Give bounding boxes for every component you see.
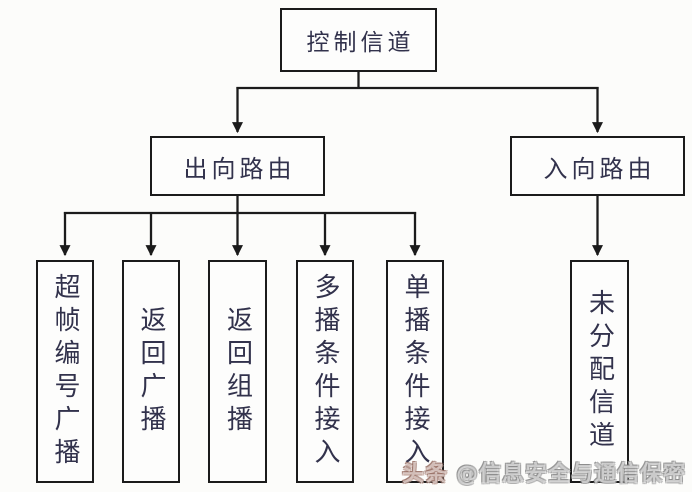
node-label: 控制信道 (306, 30, 415, 56)
node-label: 返回组播 (222, 305, 253, 438)
node-label: 多播条件接入 (310, 272, 340, 471)
node-multicast-conditional-access: 多播条件接入 (296, 260, 354, 483)
watermark-handle: @信息安全与通信保密 (455, 462, 686, 487)
node-inbound-routing: 入向路由 (510, 136, 685, 196)
node-unallocated-channel: 未分配信道 (570, 260, 629, 483)
node-label: 返回广播 (136, 305, 166, 438)
node-unicast-conditional-access: 单播条件接入 (386, 260, 444, 483)
node-label: 超帧编号广播 (50, 272, 80, 471)
watermark: 头条 @信息安全与通信保密 (402, 456, 686, 488)
node-control-channel: 控制信道 (280, 8, 437, 72)
node-superframe-number-broadcast: 超帧编号广播 (36, 260, 94, 483)
node-label: 出向路由 (183, 154, 296, 183)
node-outbound-routing: 出向路由 (150, 136, 325, 196)
node-return-broadcast: 返回广播 (122, 260, 180, 483)
node-return-multicast: 返回组播 (208, 260, 267, 483)
watermark-brand: 头条 (401, 462, 448, 487)
node-label: 入向路由 (543, 154, 656, 183)
node-label: 单播条件接入 (400, 272, 430, 471)
node-label: 未分配信道 (584, 289, 615, 454)
